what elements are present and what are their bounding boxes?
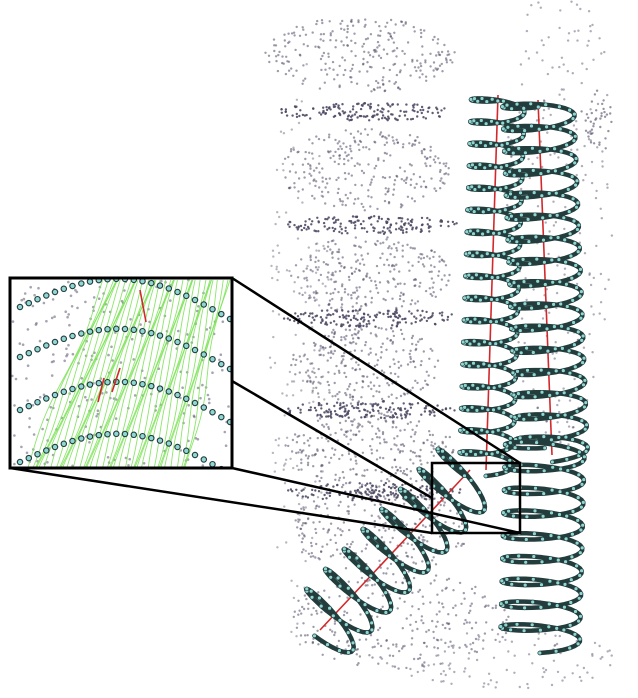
spine-point-cloud xyxy=(264,0,613,689)
fiber-tract-lower-right xyxy=(499,440,586,655)
zoom-inset xyxy=(10,276,233,477)
fiber-tract-right xyxy=(501,102,590,464)
fiber-coil-tracts xyxy=(305,97,589,655)
